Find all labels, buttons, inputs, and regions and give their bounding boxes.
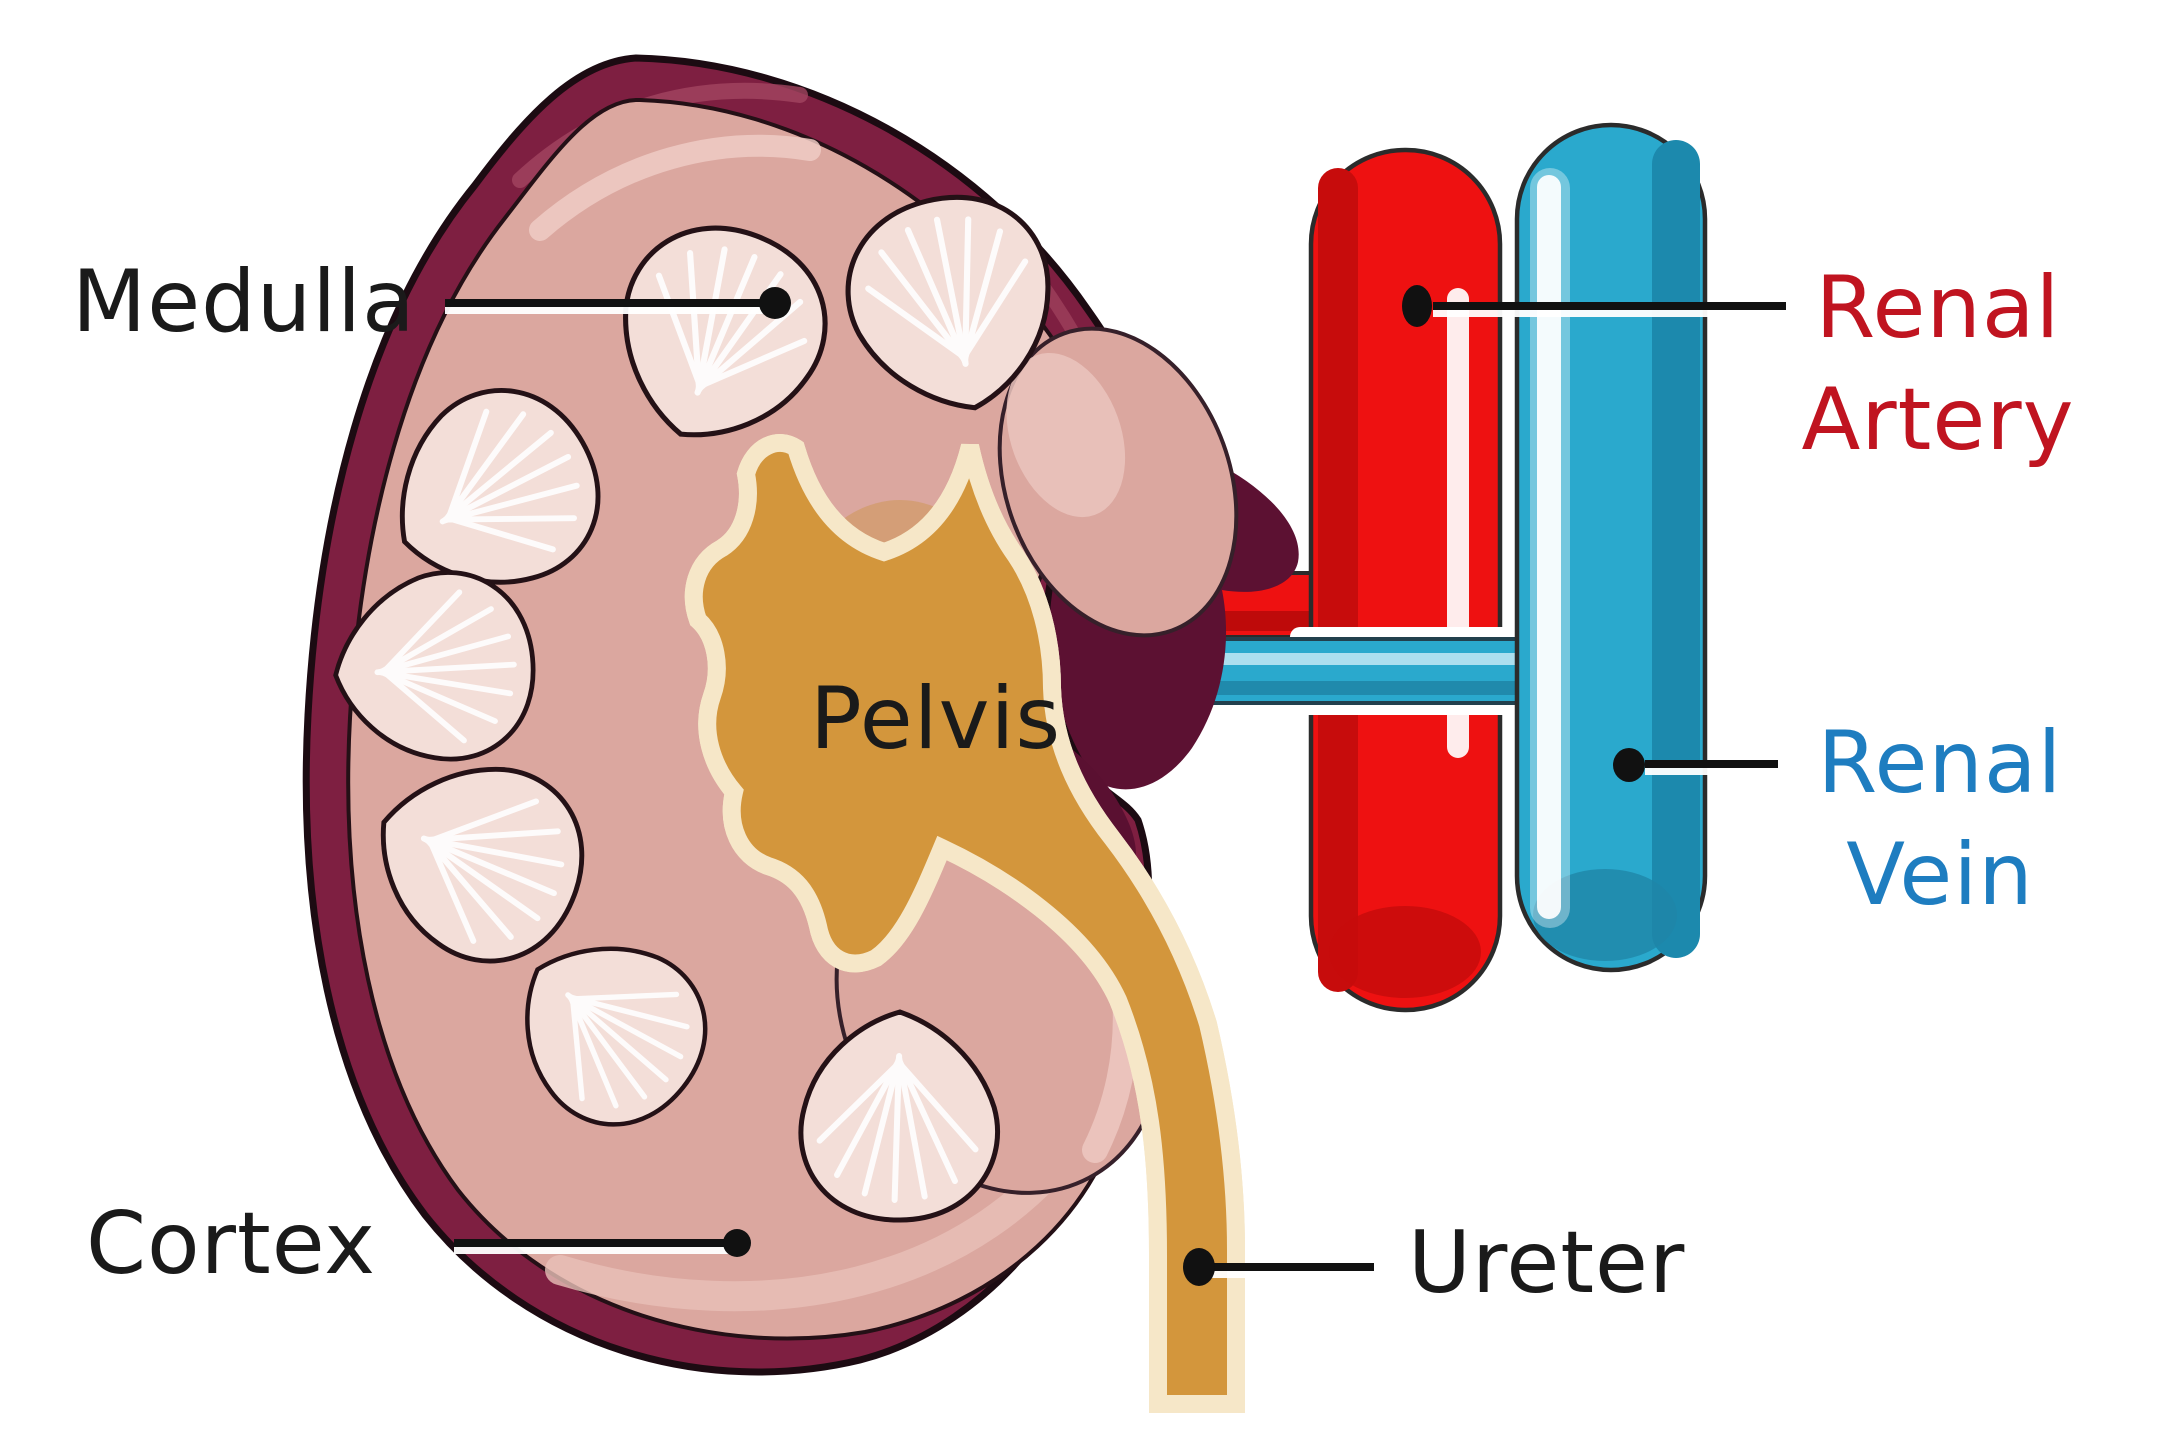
renal-pelvis-and-ureter [694, 443, 1245, 1413]
renal-artery-label-line1: Renal [1815, 258, 2061, 358]
renal-vein-label-line1: Renal [1817, 713, 2063, 813]
ureter-leader-line [1199, 1263, 1374, 1271]
renal-artery-tube [1308, 147, 1503, 1013]
cortex-leader-line [454, 1239, 737, 1247]
medulla-label: Medulla [72, 252, 416, 352]
cortex-pointer-dot [723, 1229, 751, 1257]
medulla-leader-line [445, 299, 773, 307]
renal-artery-label-line2: Artery [1801, 370, 2075, 470]
renal-artery-pointer-dot [1402, 285, 1432, 327]
renal-vein-label-line2: Vein [1846, 825, 2034, 925]
renal-vein-branch [1148, 627, 1604, 715]
medulla-pointer-dot [759, 287, 791, 319]
renal-artery-leader-line [1433, 302, 1786, 310]
pelvis-label: Pelvis [810, 669, 1062, 769]
renal-vein-leader-line [1645, 760, 1778, 768]
renal-vein-label: Renal Vein [1740, 707, 2140, 931]
cortex-highlight [529, 134, 821, 241]
ureter-label: Ureter [1408, 1213, 1686, 1313]
cortex-label: Cortex [86, 1194, 377, 1294]
ureter-pointer-dot [1183, 1248, 1215, 1286]
cortex-upper-lobe [997, 326, 1239, 638]
renal-vein-tube [1514, 122, 1708, 973]
renal-vein-pointer-dot [1613, 748, 1645, 782]
renal-artery-label: Renal Artery [1738, 252, 2138, 476]
